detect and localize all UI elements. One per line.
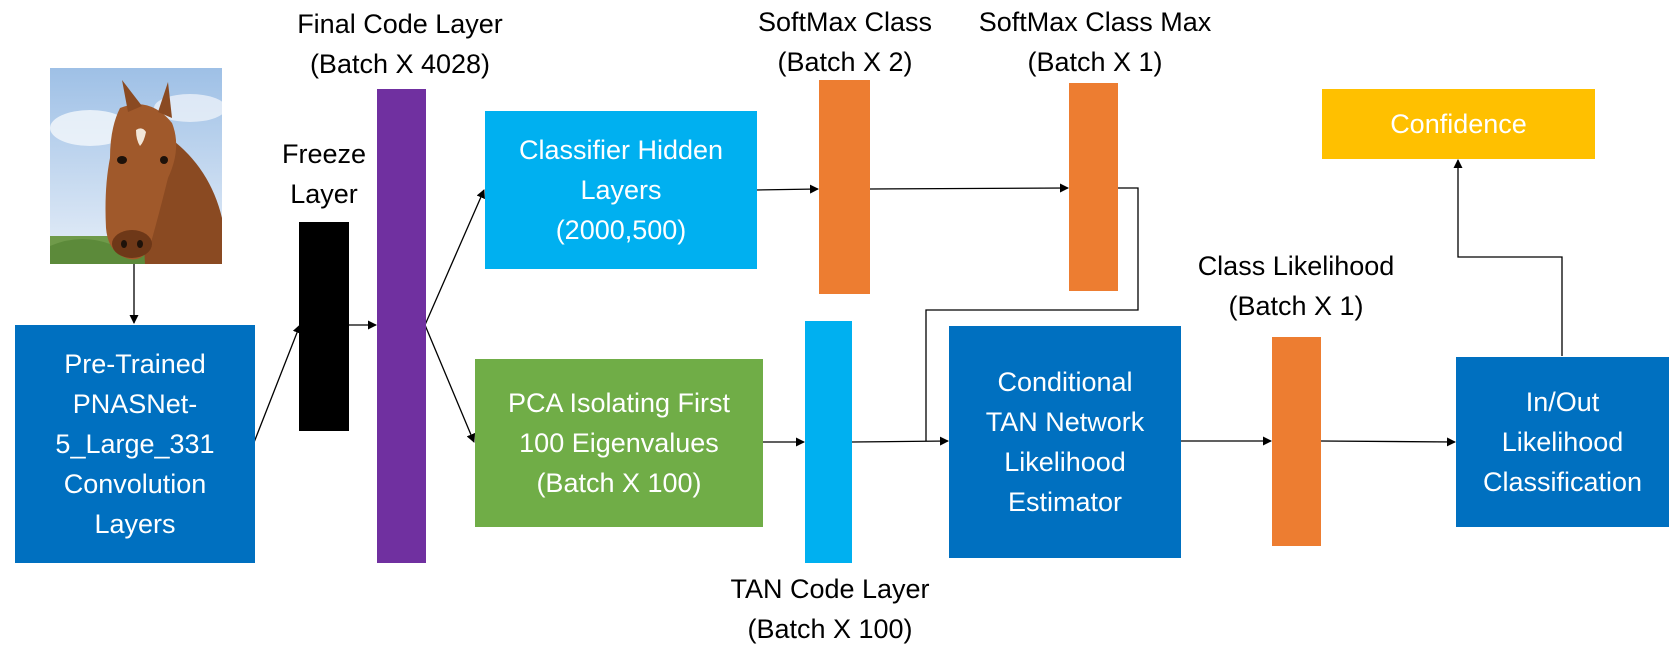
softmax-max-line-2: (Batch X 1) <box>1027 47 1163 77</box>
softmax-class-line-1: SoftMax Class <box>757 7 933 37</box>
inout-line-2: Likelihood <box>1501 427 1624 457</box>
arrow-softmax-to-softmaxmax <box>869 183 1069 193</box>
softmax-class-max-bar <box>1069 83 1118 291</box>
freeze-label-line-2: Layer <box>290 179 358 209</box>
arrow-final-to-classifier <box>424 189 485 326</box>
line-softmaxmax-to-tan <box>925 187 1139 441</box>
final-code-line-2: (Batch X 4028) <box>309 49 491 79</box>
estimator-line-1: Conditional <box>997 367 1133 397</box>
class-likelihood-line-1: Class Likelihood <box>1197 251 1395 281</box>
class-likelihood-line-2: (Batch X 1) <box>1228 291 1364 321</box>
tan-code-line-1: TAN Code Layer <box>730 574 930 604</box>
classifier-line-1: Classifier Hidden <box>518 135 724 165</box>
freeze-layer-label: Freeze Layer <box>264 134 384 214</box>
inout-line-3: Classification <box>1482 467 1643 497</box>
softmax-max-line-1: SoftMax Class Max <box>978 7 1212 37</box>
confidence-block: Confidence <box>1322 89 1595 159</box>
arrow-pretrained-to-freeze <box>252 324 302 446</box>
arrow-classlikelihood-to-inout <box>1320 437 1456 447</box>
classifier-line-2: Layers <box>580 175 662 205</box>
classifier-hidden-layers-block: Classifier Hidden Layers (2000,500) <box>485 111 757 269</box>
pretrained-line-3: 5_Large_331 <box>55 429 215 459</box>
pca-line-2: 100 Eigenvalues <box>519 428 719 458</box>
inout-line-1: In/Out <box>1525 387 1600 417</box>
softmax-class-line-2: (Batch X 2) <box>777 47 913 77</box>
freeze-layer-bar <box>299 222 349 431</box>
final-code-line-1: Final Code Layer <box>297 9 503 39</box>
estimator-line-4: Estimator <box>1007 487 1123 517</box>
tan-code-layer-label: TAN Code Layer (Batch X 100) <box>710 569 950 649</box>
inout-likelihood-classification-block: In/Out Likelihood Classification <box>1456 357 1669 527</box>
final-code-layer-bar <box>377 89 426 563</box>
arrow-final-to-pca <box>424 324 476 443</box>
pretrained-line-2: PNASNet- <box>72 389 198 419</box>
final-code-layer-label: Final Code Layer (Batch X 4028) <box>280 4 520 84</box>
pretrained-convolution-block: Pre-Trained PNASNet- 5_Large_331 Convolu… <box>15 325 255 563</box>
tan-code-layer-bar <box>805 321 852 563</box>
class-likelihood-bar <box>1272 337 1321 546</box>
horse-photo-icon <box>50 68 222 264</box>
class-likelihood-label: Class Likelihood (Batch X 1) <box>1176 246 1416 326</box>
confidence-label: Confidence <box>1390 109 1527 139</box>
tan-likelihood-estimator-block: Conditional TAN Network Likelihood Estim… <box>949 326 1181 558</box>
estimator-line-2: TAN Network <box>985 407 1145 437</box>
pretrained-line-1: Pre-Trained <box>64 349 206 379</box>
pca-line-3: (Batch X 100) <box>536 468 702 498</box>
pca-line-1: PCA Isolating First <box>507 388 731 418</box>
classifier-line-3: (2000,500) <box>555 215 687 245</box>
arrow-classifier-to-softmax <box>755 184 819 194</box>
arrow-inout-to-confidence <box>1453 159 1563 356</box>
pca-block: PCA Isolating First 100 Eigenvalues (Bat… <box>475 359 763 527</box>
softmax-class-label: SoftMax Class (Batch X 2) <box>735 2 955 82</box>
pretrained-line-5: Layers <box>94 509 176 539</box>
softmax-class-bar <box>819 80 870 294</box>
freeze-label-line-1: Freeze <box>281 139 367 169</box>
arrow-tancode-to-estimator <box>851 436 949 446</box>
estimator-line-3: Likelihood <box>1004 447 1126 477</box>
pretrained-line-4: Convolution <box>63 469 207 499</box>
tan-code-line-2: (Batch X 100) <box>747 614 913 644</box>
softmax-class-max-label: SoftMax Class Max (Batch X 1) <box>955 2 1235 82</box>
